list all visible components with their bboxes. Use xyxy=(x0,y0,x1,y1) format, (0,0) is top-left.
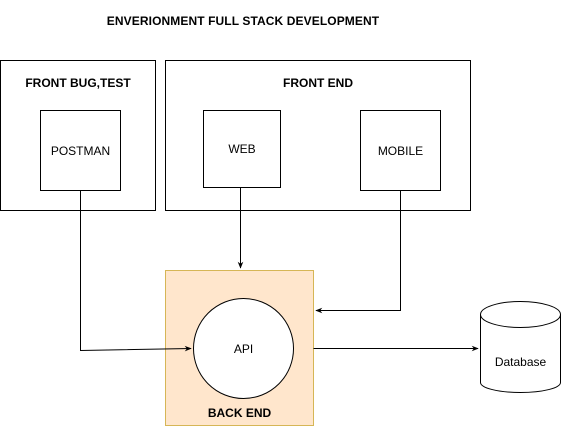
database-label: Database xyxy=(494,355,547,369)
connector-postman-to-api xyxy=(80,190,192,352)
database-node[interactable] xyxy=(480,301,561,393)
front-end-label: FRONT END xyxy=(283,76,353,90)
web-node[interactable] xyxy=(203,110,281,188)
postman-label: POSTMAN xyxy=(50,143,111,158)
back-end-group: BACK END xyxy=(165,400,314,422)
postman-node[interactable] xyxy=(40,110,121,191)
diagram-title: ENVERIONMENT FULL STACK DEVELOPMENT xyxy=(106,14,380,28)
api-node[interactable] xyxy=(193,298,294,399)
front-bug-test-group: FRONT BUG,TEST xyxy=(0,60,156,90)
front-end-group: FRONT END xyxy=(165,60,471,90)
mobile-node[interactable] xyxy=(360,110,441,191)
back-end-label: BACK END xyxy=(207,406,272,420)
connector-mobile-to-back-end xyxy=(315,190,401,314)
front-bug-test-label: FRONT BUG,TEST xyxy=(25,76,131,90)
web-label: WEB xyxy=(228,142,256,156)
api-label: API xyxy=(233,341,254,356)
mobile-label: MOBILE xyxy=(377,143,424,158)
